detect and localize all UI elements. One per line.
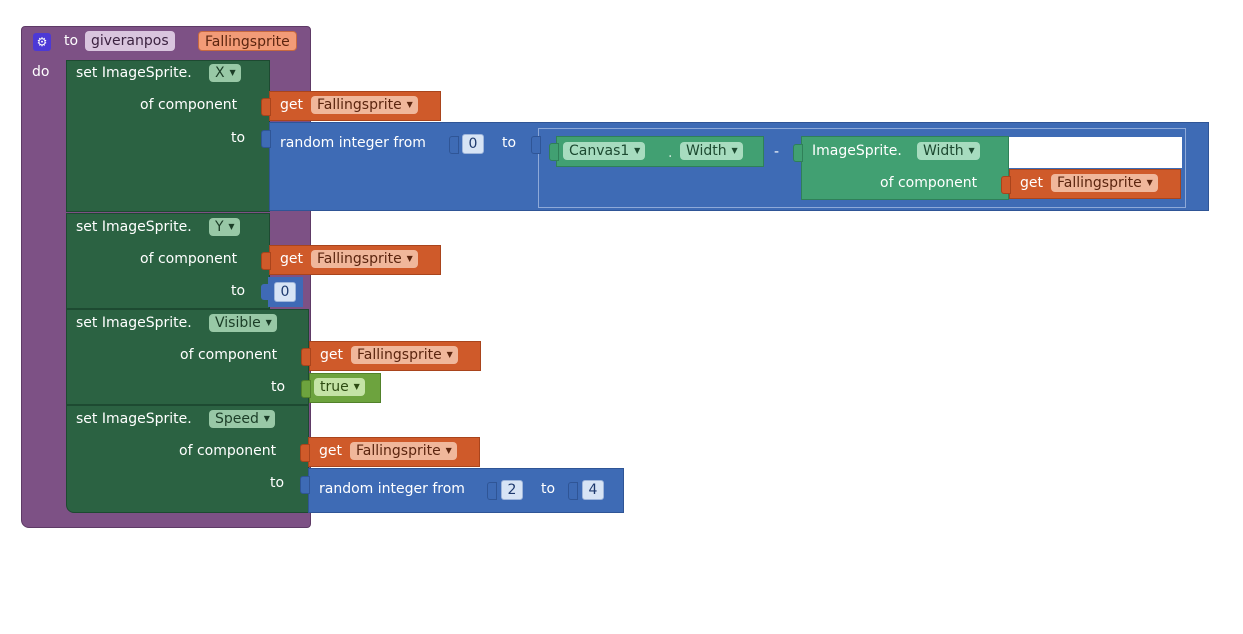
gear-icon[interactable]: ⚙: [33, 33, 51, 51]
get-speed-component-dropdown[interactable]: Fallingsprite ▼: [350, 442, 457, 460]
random-speed-label: random integer from: [319, 481, 465, 497]
socket-tab: [261, 284, 269, 300]
set-y-property-dropdown[interactable]: Y▼: [209, 218, 240, 236]
random-x-label: random integer from: [280, 135, 426, 151]
boolean-value: true: [320, 379, 349, 395]
sprite-width-socket: [1008, 137, 1182, 168]
chevron-down-icon: ▼: [445, 446, 452, 455]
chevron-down-icon: ▼: [406, 100, 413, 109]
set-x-property-dropdown[interactable]: X▼: [209, 64, 241, 82]
get-y-component-value: Fallingsprite: [317, 251, 402, 267]
set-x-block[interactable]: [66, 60, 270, 212]
set-speed-property-value: Speed: [215, 411, 259, 427]
random-speed-from-input[interactable]: 2: [501, 480, 523, 500]
boolean-value-dropdown[interactable]: true ▼: [314, 378, 365, 396]
random-speed-to-input[interactable]: 4: [582, 480, 604, 500]
set-speed-to-label: to: [270, 475, 285, 491]
chevron-down-icon: ▼: [229, 68, 236, 77]
set-speed-property-dropdown[interactable]: Speed ▼: [209, 410, 275, 428]
random-x-from-input[interactable]: 0: [462, 134, 484, 154]
set-y-to-label: to: [231, 283, 246, 299]
socket-tab: [1001, 176, 1011, 194]
set-x-property-value: X: [215, 65, 225, 81]
get-visible-component-dropdown[interactable]: Fallingsprite ▼: [351, 346, 458, 364]
minus-operator: -: [774, 144, 780, 160]
socket-tab: [301, 348, 311, 366]
chevron-down-icon: ▼: [353, 382, 360, 391]
chevron-down-icon: ▼: [446, 350, 453, 359]
set-x-of-component-label: of component: [140, 97, 238, 113]
canvas-property-value: Width: [686, 143, 727, 159]
socket-tab: [300, 476, 310, 494]
set-speed-label: set ImageSprite.: [76, 411, 192, 427]
get-speed-component-value: Fallingsprite: [356, 443, 441, 459]
procedure-to-label: to: [64, 33, 79, 49]
set-y-label: set ImageSprite.: [76, 219, 192, 235]
set-y-of-component-label: of component: [140, 251, 238, 267]
set-visible-block[interactable]: [66, 309, 309, 405]
get-speed-label: get: [319, 443, 342, 459]
chevron-down-icon: ▼: [1146, 178, 1153, 187]
sprite-width-of-component-label: of component: [880, 175, 978, 191]
set-visible-property-dropdown[interactable]: Visible ▼: [209, 314, 277, 332]
socket-tab: [793, 144, 803, 162]
procedure-param-field[interactable]: Fallingsprite: [198, 31, 297, 51]
chevron-down-icon: ▼: [265, 318, 272, 327]
socket-tab: [487, 482, 497, 500]
canvas-component-dropdown[interactable]: Canvas1 ▼: [563, 142, 646, 160]
get-x-label: get: [280, 97, 303, 113]
get-sprite-width-component-dropdown[interactable]: Fallingsprite ▼: [1051, 174, 1158, 192]
random-x-to-label: to: [502, 135, 517, 151]
socket-tab: [300, 444, 310, 462]
get-visible-label: get: [320, 347, 343, 363]
set-x-label: set ImageSprite.: [76, 65, 192, 81]
sprite-width-label: ImageSprite.: [812, 143, 902, 159]
chevron-down-icon: ▼: [228, 222, 235, 231]
get-y-component-dropdown[interactable]: Fallingsprite ▼: [311, 250, 418, 268]
y-number-input[interactable]: 0: [274, 282, 296, 302]
chevron-down-icon: ▼: [406, 254, 413, 263]
set-speed-of-component-label: of component: [179, 443, 277, 459]
get-sprite-width-component-value: Fallingsprite: [1057, 175, 1142, 191]
random-integer-speed-block[interactable]: [308, 468, 624, 513]
sprite-width-property-value: Width: [923, 143, 964, 159]
sprite-width-property-dropdown[interactable]: Width ▼: [917, 142, 980, 160]
canvas-property-dropdown[interactable]: Width ▼: [680, 142, 743, 160]
procedure-do-label: do: [32, 64, 50, 80]
set-visible-property-value: Visible: [215, 315, 261, 331]
procedure-name-field[interactable]: giveranpos: [85, 31, 175, 51]
get-x-component-dropdown[interactable]: Fallingsprite ▼: [311, 96, 418, 114]
set-visible-of-component-label: of component: [180, 347, 278, 363]
set-visible-label: set ImageSprite.: [76, 315, 192, 331]
canvas-dot: .: [668, 145, 673, 161]
chevron-down-icon: ▼: [634, 146, 641, 155]
chevron-down-icon: ▼: [263, 414, 270, 423]
socket-tab: [568, 482, 578, 500]
chevron-down-icon: ▼: [731, 146, 738, 155]
socket-tab: [261, 252, 271, 270]
random-speed-to-label: to: [541, 481, 556, 497]
socket-tab: [261, 98, 271, 116]
socket-tab: [261, 130, 271, 148]
chevron-down-icon: ▼: [968, 146, 975, 155]
socket-tab: [531, 136, 541, 154]
get-visible-component-value: Fallingsprite: [357, 347, 442, 363]
set-visible-to-label: to: [271, 379, 286, 395]
set-y-property-value: Y: [215, 219, 224, 235]
socket-tab: [449, 136, 459, 154]
canvas-component-value: Canvas1: [569, 143, 630, 159]
socket-tab: [301, 380, 311, 398]
get-x-component-value: Fallingsprite: [317, 97, 402, 113]
get-sprite-width-label: get: [1020, 175, 1043, 191]
socket-tab: [549, 143, 559, 161]
set-x-to-label: to: [231, 130, 246, 146]
get-y-label: get: [280, 251, 303, 267]
